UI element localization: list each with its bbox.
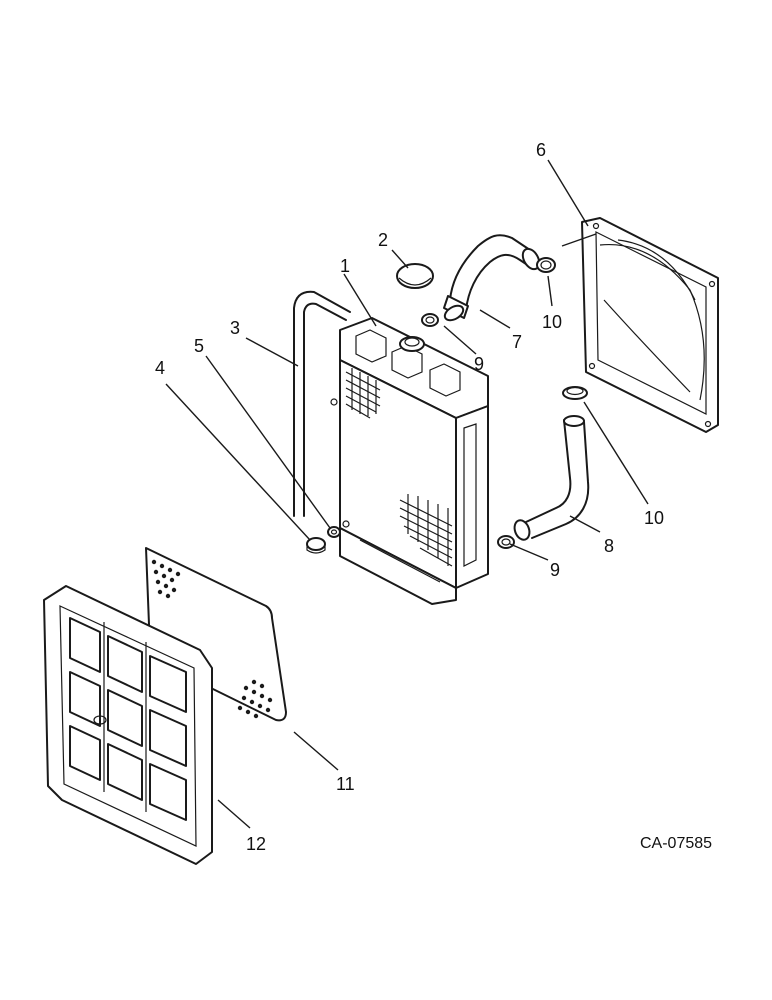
callout-10-upper: 10 — [542, 312, 562, 332]
callout-9-lower: 9 — [550, 560, 560, 580]
callout-9-upper: 9 — [474, 354, 484, 374]
callout-10-lower: 10 — [644, 508, 664, 528]
callout-3: 3 — [230, 318, 240, 338]
drain-plug — [306, 537, 326, 554]
callout-8: 8 — [604, 536, 614, 556]
callout-7: 7 — [512, 332, 522, 352]
leader-lines — [165, 159, 649, 829]
fan-shroud — [581, 217, 719, 433]
callout-12: 12 — [246, 834, 266, 854]
reference-code: CA-07585 — [640, 835, 712, 852]
hose-clamp-upper — [536, 257, 556, 273]
callout-6: 6 — [536, 140, 546, 160]
callout-5: 5 — [194, 336, 204, 356]
callout-11: 11 — [336, 774, 355, 794]
overflow-tube — [293, 290, 351, 517]
drain-washer — [327, 526, 341, 538]
hose-clamp-9-upper — [421, 313, 439, 327]
callout-labels: 1 2 3 4 5 6 7 8 9 9 10 10 11 12 — [155, 140, 664, 854]
radiator-cap — [396, 263, 434, 289]
hose-clamp-lower — [562, 386, 588, 400]
hose-clamp-9-lower — [497, 535, 515, 549]
upper-hose — [443, 234, 541, 322]
callout-4: 4 — [155, 358, 165, 378]
callout-2: 2 — [378, 230, 388, 250]
lower-hose — [513, 415, 590, 541]
radiator — [330, 317, 489, 605]
callout-1: 1 — [340, 256, 350, 276]
front-grille — [43, 585, 213, 865]
